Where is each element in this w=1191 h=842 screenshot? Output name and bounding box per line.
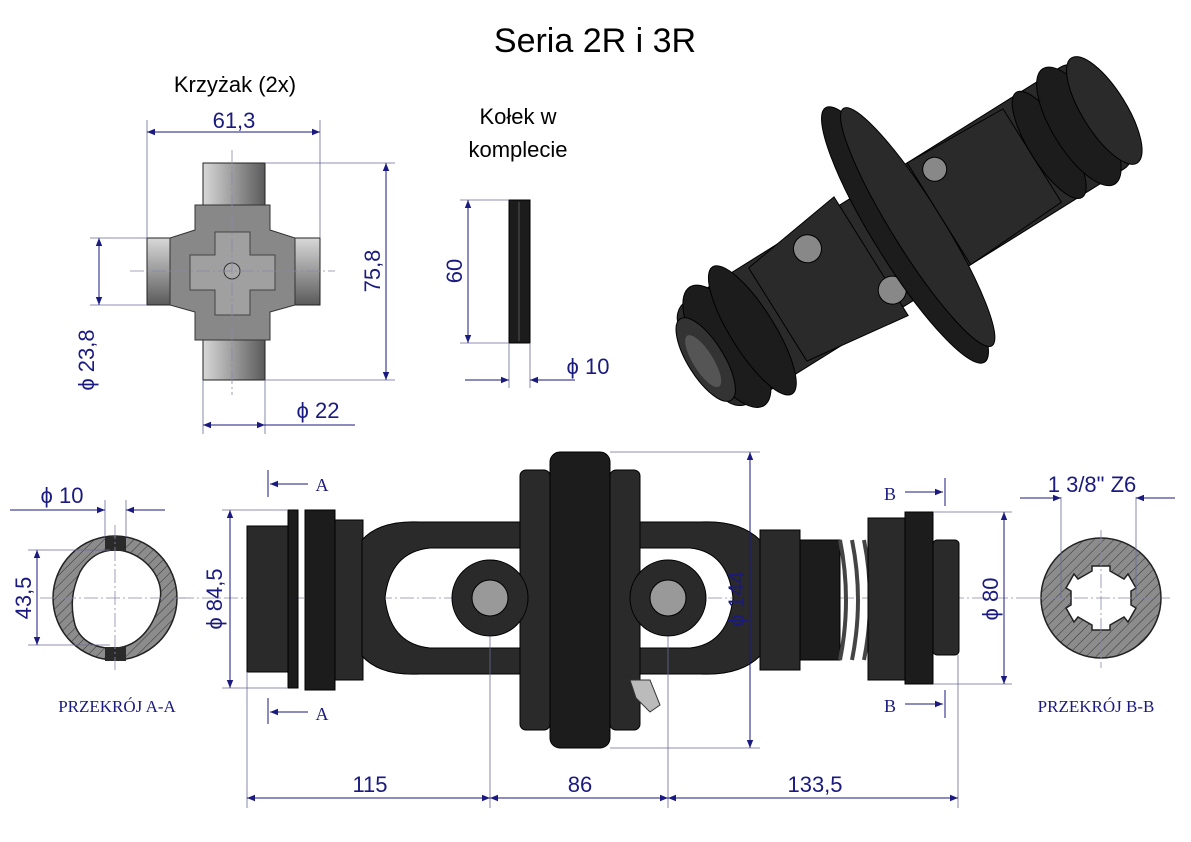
cross-width-dim: 61,3	[213, 108, 256, 133]
shaft-dimensions: ϕ 84,5 ϕ 144 ϕ 80 115 86 133,5	[202, 451, 1012, 808]
length-mid-dim: 86	[568, 772, 592, 797]
pin-length-dim: 60	[442, 259, 467, 283]
pin: Kołek w komplecie 60 ϕ 10	[442, 104, 609, 388]
section-b-spline-dim: 1 3/8" Z6	[1048, 472, 1137, 497]
universal-joint-cross: Krzyżak (2x) 61,3 75,8 ϕ 23,8 ϕ 22	[74, 72, 395, 434]
pin-diameter-dim: ϕ 10	[567, 354, 610, 379]
cross-arm-diameter-dim: ϕ 23,8	[74, 329, 99, 390]
section-b-label: PRZEKRÓJ B-B	[1038, 697, 1155, 716]
section-marker-a-top: A	[316, 475, 329, 495]
shaft-side-view	[180, 451, 1030, 749]
section-marker-b-bottom: B	[884, 696, 896, 716]
flange-right-diameter-dim: ϕ 80	[978, 578, 1003, 621]
page-title: Seria 2R i 3R	[494, 22, 696, 60]
cross-label: Krzyżak (2x)	[174, 72, 296, 97]
section-marker-b-top: B	[884, 484, 896, 504]
guard-diameter-dim: ϕ 144	[724, 571, 749, 626]
shaft-3d-render	[675, 56, 1143, 408]
section-markers: A A B B	[267, 470, 946, 724]
pin-label-line2: komplecie	[468, 137, 567, 162]
section-b-b: 1 3/8" Z6 PRZEKRÓJ B-B	[1020, 472, 1175, 716]
section-a-a: ϕ 10 43,5 PRZEKRÓJ A-A	[10, 483, 190, 716]
section-marker-a-bottom: A	[316, 704, 329, 724]
cross-height-dim: 75,8	[360, 250, 385, 293]
pin-label-line1: Kołek w	[479, 104, 556, 129]
length-right-dim: 133,5	[787, 772, 842, 797]
length-left-dim: 115	[352, 772, 387, 797]
section-a-inner-dim: 43,5	[11, 577, 36, 620]
flange-left-diameter-dim: ϕ 84,5	[202, 568, 227, 629]
cross-cap-diameter-dim: ϕ 22	[297, 398, 340, 423]
section-a-label: PRZEKRÓJ A-A	[58, 697, 176, 716]
section-a-pin-diameter-dim: ϕ 10	[41, 483, 84, 508]
